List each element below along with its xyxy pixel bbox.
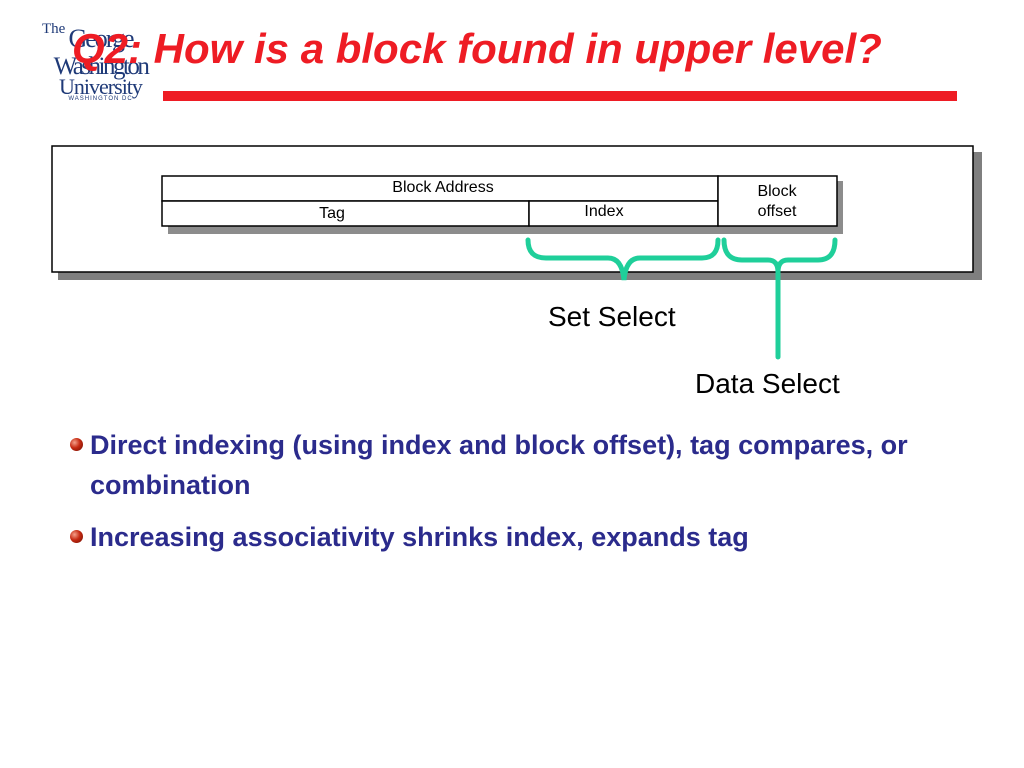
- bullet-text: Direct indexing (using index and block o…: [90, 430, 908, 500]
- set-select-brace: [525, 237, 721, 281]
- index-cell: [528, 200, 719, 227]
- bullet-icon: [70, 530, 83, 543]
- logo-text-dc: WASHINGTON DC: [68, 96, 133, 102]
- block-offset-cell: [717, 175, 838, 227]
- slide-title: Q2: How is a block found in upper level?: [72, 25, 882, 72]
- tag-cell: [161, 200, 530, 227]
- data-select-label: Data Select: [695, 368, 840, 399]
- bullet-text: Increasing associativity shrinks index, …: [90, 522, 749, 552]
- set-select-label: Set Select: [548, 301, 676, 332]
- bullet-item: Increasing associativity shrinks index, …: [70, 517, 970, 557]
- university-logo: The George Washington University WASHING…: [38, 14, 163, 103]
- block-address-label: Block Address: [392, 179, 494, 196]
- index-label: Index: [584, 203, 624, 220]
- logo-text-the: The: [42, 21, 66, 37]
- bullet-list: Direct indexing (using index and block o…: [70, 425, 970, 569]
- logo-text-university: University: [59, 74, 143, 99]
- logo-text-washington: Washington: [53, 53, 150, 80]
- logo-text-george: George: [68, 24, 134, 53]
- tag-label: Tag: [319, 205, 345, 222]
- title-underline: [163, 91, 957, 101]
- bullet-item: Direct indexing (using index and block o…: [70, 425, 970, 505]
- bullet-icon: [70, 438, 83, 451]
- block-offset-label: Block offset: [757, 183, 797, 220]
